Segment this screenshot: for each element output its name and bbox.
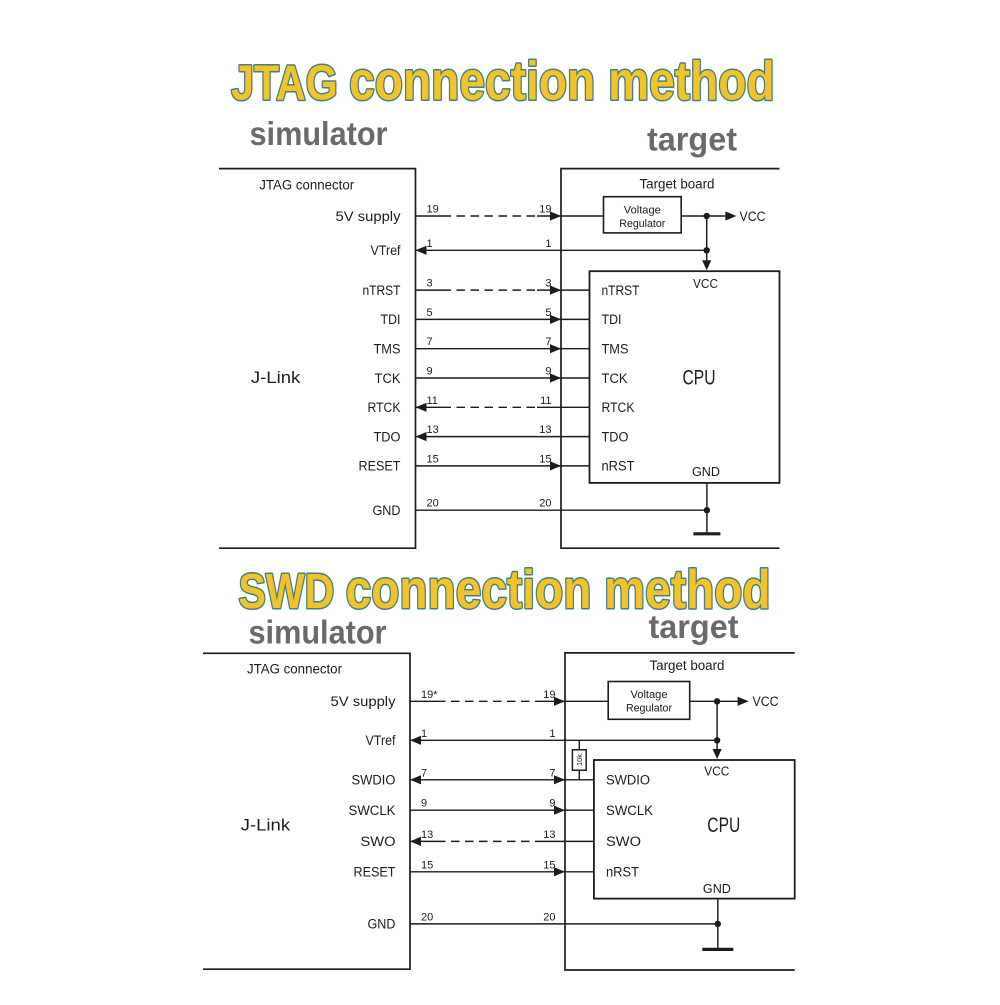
svg-text:nRST: nRST [606, 865, 639, 880]
svg-text:11: 11 [427, 395, 438, 407]
svg-text:J-Link: J-Link [251, 368, 301, 387]
svg-text:11: 11 [540, 395, 551, 407]
svg-text:GND: GND [692, 464, 720, 479]
svg-text:VCC: VCC [704, 764, 729, 779]
svg-text:TDI: TDI [602, 312, 622, 327]
svg-text:13: 13 [427, 424, 439, 436]
svg-text:3: 3 [545, 278, 551, 290]
svg-text:simulator: simulator [250, 115, 388, 152]
svg-text:GND: GND [368, 917, 396, 932]
svg-text:SWO: SWO [361, 834, 396, 849]
svg-text:target: target [647, 121, 737, 158]
svg-text:13: 13 [543, 829, 555, 841]
svg-text:Regulator: Regulator [619, 218, 665, 230]
svg-text:7: 7 [427, 336, 433, 348]
svg-text:TDI: TDI [381, 312, 401, 327]
svg-text:simulator: simulator [249, 614, 387, 651]
svg-text:J-Link: J-Link [241, 816, 291, 835]
svg-text:TMS: TMS [602, 342, 629, 357]
svg-text:nTRST: nTRST [602, 283, 640, 298]
svg-text:TDO: TDO [374, 429, 401, 444]
svg-text:TCK: TCK [375, 371, 401, 386]
svg-text:VCC: VCC [753, 694, 779, 709]
svg-text:15: 15 [427, 453, 439, 465]
svg-text:VCC: VCC [740, 209, 766, 224]
svg-text:5V supply: 5V supply [336, 209, 401, 224]
svg-text:JTAG connection method: JTAG connection method [231, 50, 775, 112]
svg-text:SWCLK: SWCLK [349, 803, 396, 818]
svg-text:target: target [649, 608, 739, 645]
svg-text:Regulator: Regulator [626, 703, 672, 715]
svg-text:9: 9 [545, 366, 551, 378]
svg-text:GND: GND [703, 881, 731, 896]
svg-text:CPU: CPU [683, 366, 716, 390]
svg-text:20: 20 [539, 498, 551, 510]
svg-text:TMS: TMS [374, 342, 401, 357]
svg-text:SWDIO: SWDIO [606, 773, 650, 788]
svg-text:SWDIO: SWDIO [352, 773, 396, 788]
svg-text:9: 9 [427, 366, 433, 378]
svg-text:SWO: SWO [606, 834, 641, 849]
svg-text:13: 13 [539, 424, 551, 436]
svg-text:Voltage: Voltage [631, 689, 668, 701]
svg-text:20: 20 [421, 911, 433, 923]
svg-text:RTCK: RTCK [602, 400, 635, 415]
svg-text:SWCLK: SWCLK [606, 803, 653, 818]
svg-text:RTCK: RTCK [368, 400, 401, 415]
svg-text:5: 5 [545, 307, 551, 319]
svg-text:nRST: nRST [602, 459, 635, 474]
svg-text:19: 19 [539, 204, 551, 216]
svg-text:Voltage: Voltage [624, 204, 661, 216]
svg-text:13: 13 [421, 829, 433, 841]
svg-text:SWD connection method: SWD connection method [239, 558, 771, 620]
svg-text:1: 1 [549, 728, 555, 740]
svg-text:RESET: RESET [359, 459, 401, 474]
svg-text:19: 19 [427, 204, 439, 216]
svg-text:Target board: Target board [640, 177, 715, 192]
svg-text:9: 9 [421, 798, 427, 810]
svg-text:7: 7 [545, 336, 551, 348]
svg-text:CPU: CPU [707, 813, 740, 837]
svg-text:5V supply: 5V supply [331, 694, 396, 709]
svg-text:JTAG connector: JTAG connector [259, 178, 354, 193]
svg-text:TDO: TDO [602, 429, 629, 444]
svg-text:VTref: VTref [371, 243, 401, 258]
svg-text:19: 19 [543, 689, 555, 701]
svg-text:7: 7 [421, 767, 427, 779]
svg-text:15: 15 [421, 859, 433, 871]
svg-text:19*: 19* [421, 689, 438, 701]
svg-text:3: 3 [427, 278, 433, 290]
svg-text:JTAG connector: JTAG connector [247, 662, 342, 677]
svg-text:RESET: RESET [354, 865, 396, 880]
svg-text:7: 7 [549, 767, 555, 779]
svg-text:15: 15 [543, 859, 555, 871]
svg-text:Target board: Target board [650, 658, 725, 673]
svg-text:VCC: VCC [693, 276, 718, 291]
svg-text:1: 1 [427, 238, 433, 250]
svg-text:20: 20 [543, 911, 555, 923]
svg-text:20: 20 [427, 498, 439, 510]
svg-text:9: 9 [549, 798, 555, 810]
svg-text:5: 5 [427, 307, 433, 319]
svg-text:1: 1 [545, 238, 551, 250]
svg-text:GND: GND [373, 503, 401, 518]
svg-text:nTRST: nTRST [363, 283, 401, 298]
svg-text:TCK: TCK [602, 371, 628, 386]
svg-text:VTref: VTref [366, 733, 396, 748]
svg-text:10k: 10k [575, 754, 584, 766]
svg-text:1: 1 [421, 728, 427, 740]
svg-text:15: 15 [539, 453, 551, 465]
